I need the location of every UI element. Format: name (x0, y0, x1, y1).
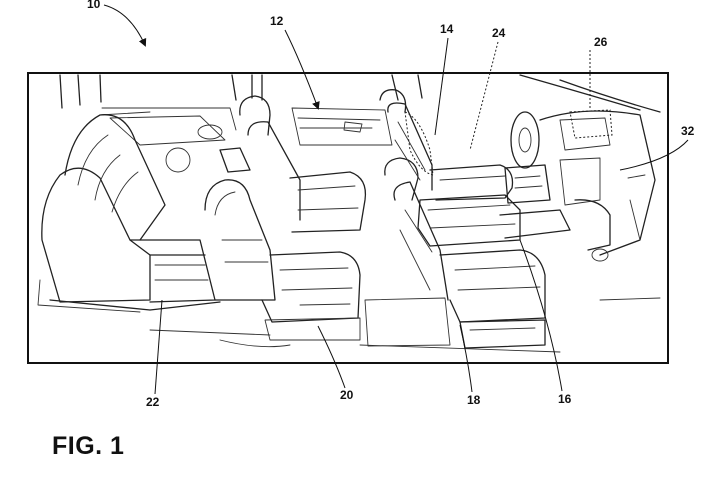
reference-18: 18 (460, 325, 481, 407)
svg-text:12: 12 (270, 14, 284, 28)
reference-12: 12 (270, 14, 318, 108)
reference-16: 16 (520, 240, 572, 406)
driver-seat (380, 90, 513, 200)
reference-22: 22 (146, 300, 162, 409)
reference-10: 10 (87, 0, 145, 45)
front-passenger-seat (385, 158, 545, 348)
svg-text:14: 14 (440, 22, 454, 36)
svg-text:16: 16 (558, 392, 572, 406)
third-row-seat (38, 115, 220, 312)
svg-text:22: 22 (146, 395, 160, 409)
view-frame (28, 73, 668, 363)
second-row-seats (205, 96, 365, 340)
reference-14: 14 (435, 22, 454, 135)
reference-32: 32 (620, 124, 695, 170)
svg-text:26: 26 (594, 35, 608, 49)
svg-text:20: 20 (340, 388, 354, 402)
figure-caption: FIG. 1 (52, 432, 124, 461)
svg-text:32: 32 (681, 124, 695, 138)
svg-text:24: 24 (492, 26, 506, 40)
sensor-region (405, 112, 433, 175)
dashboard (511, 111, 655, 261)
svg-text:10: 10 (87, 0, 101, 11)
vehicle-interior-drawing (38, 50, 660, 352)
reference-26: 26 (594, 35, 608, 49)
svg-text:18: 18 (467, 393, 481, 407)
reference-24: 24 (470, 26, 506, 150)
